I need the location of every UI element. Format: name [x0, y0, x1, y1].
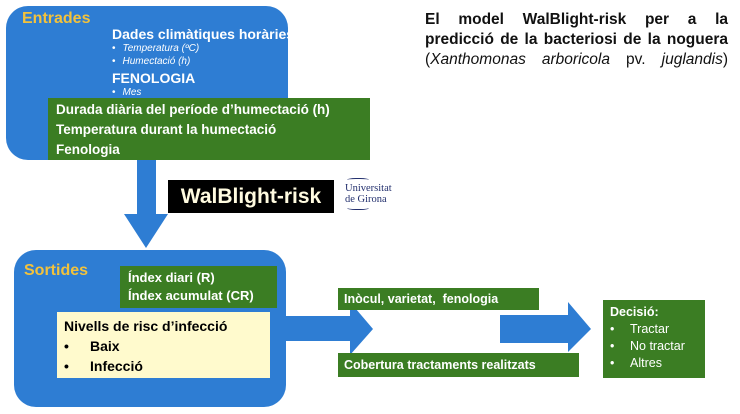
derived-variable: Durada diària del període d’humectació (… [56, 102, 330, 117]
phenology-list: Mes [112, 87, 142, 98]
climate-list: Temperatura (ºC) Humectació (h) [112, 42, 200, 68]
model-name-box: WalBlight-risk [168, 180, 334, 213]
decision-box: Decisió: •Tractar •No tractar •Altres [603, 300, 705, 378]
risk-levels-box: Nivells de risc d’infecció •Baix •Infecc… [57, 312, 270, 378]
factors-bottom-box: Cobertura tractaments realitzats [338, 353, 579, 377]
right-arrow-1 [284, 302, 373, 355]
decision-option: •No tractar [610, 339, 685, 353]
inputs-label: Entrades [22, 10, 91, 27]
indices-box: Índex diari (R) Índex acumulat (CR) [120, 266, 277, 308]
model-name: WalBlight-risk [180, 185, 322, 208]
logo-line: Universitat [345, 183, 392, 194]
climate-heading: Dades climàtiques horàries [112, 26, 295, 42]
pathovar-name: juglandis [661, 51, 723, 68]
decision-option: •Altres [610, 356, 662, 370]
down-arrow [124, 160, 168, 248]
logo-line: de Girona [345, 194, 387, 205]
title-line-1: El model WalBlight-risk per a la [425, 11, 728, 28]
right-arrow-2 [500, 302, 591, 352]
phenology-item: Mes [112, 87, 142, 98]
climate-item: Humectació (h) [112, 55, 199, 68]
index-item: Índex diari (R) [128, 270, 215, 285]
derived-variable: Fenologia [56, 142, 120, 157]
risk-level: •Infecció [64, 358, 143, 374]
title-line-3: (Xanthomonas arboricola pv. juglandis) [425, 51, 728, 68]
decision-heading: Decisió: [610, 305, 659, 319]
diagram-title: El model WalBlight-risk per a la predicc… [425, 10, 728, 70]
factors-top-box: Inòcul, varietat, fenologia [338, 288, 539, 310]
risk-level: •Baix [64, 338, 120, 354]
climate-item: Temperatura (ºC) [112, 42, 200, 55]
decision-option: •Tractar [610, 322, 670, 336]
outputs-label: Sortides [24, 262, 89, 279]
phenology-heading: FENOLOGIA [112, 70, 196, 86]
title-line-2: predicció de la bacteriosi de la noguera [425, 31, 728, 48]
risk-heading: Nivells de risc d’infecció [64, 318, 228, 334]
index-item: Índex acumulat (CR) [128, 288, 254, 303]
university-logo: Universitat de Girona [345, 178, 392, 210]
derived-variable: Temperatura durant la humectació [56, 122, 277, 137]
derived-variables-box: Durada diària del període d’humectació (… [48, 98, 370, 160]
species-name: Xanthomonas arboricola [430, 51, 610, 68]
